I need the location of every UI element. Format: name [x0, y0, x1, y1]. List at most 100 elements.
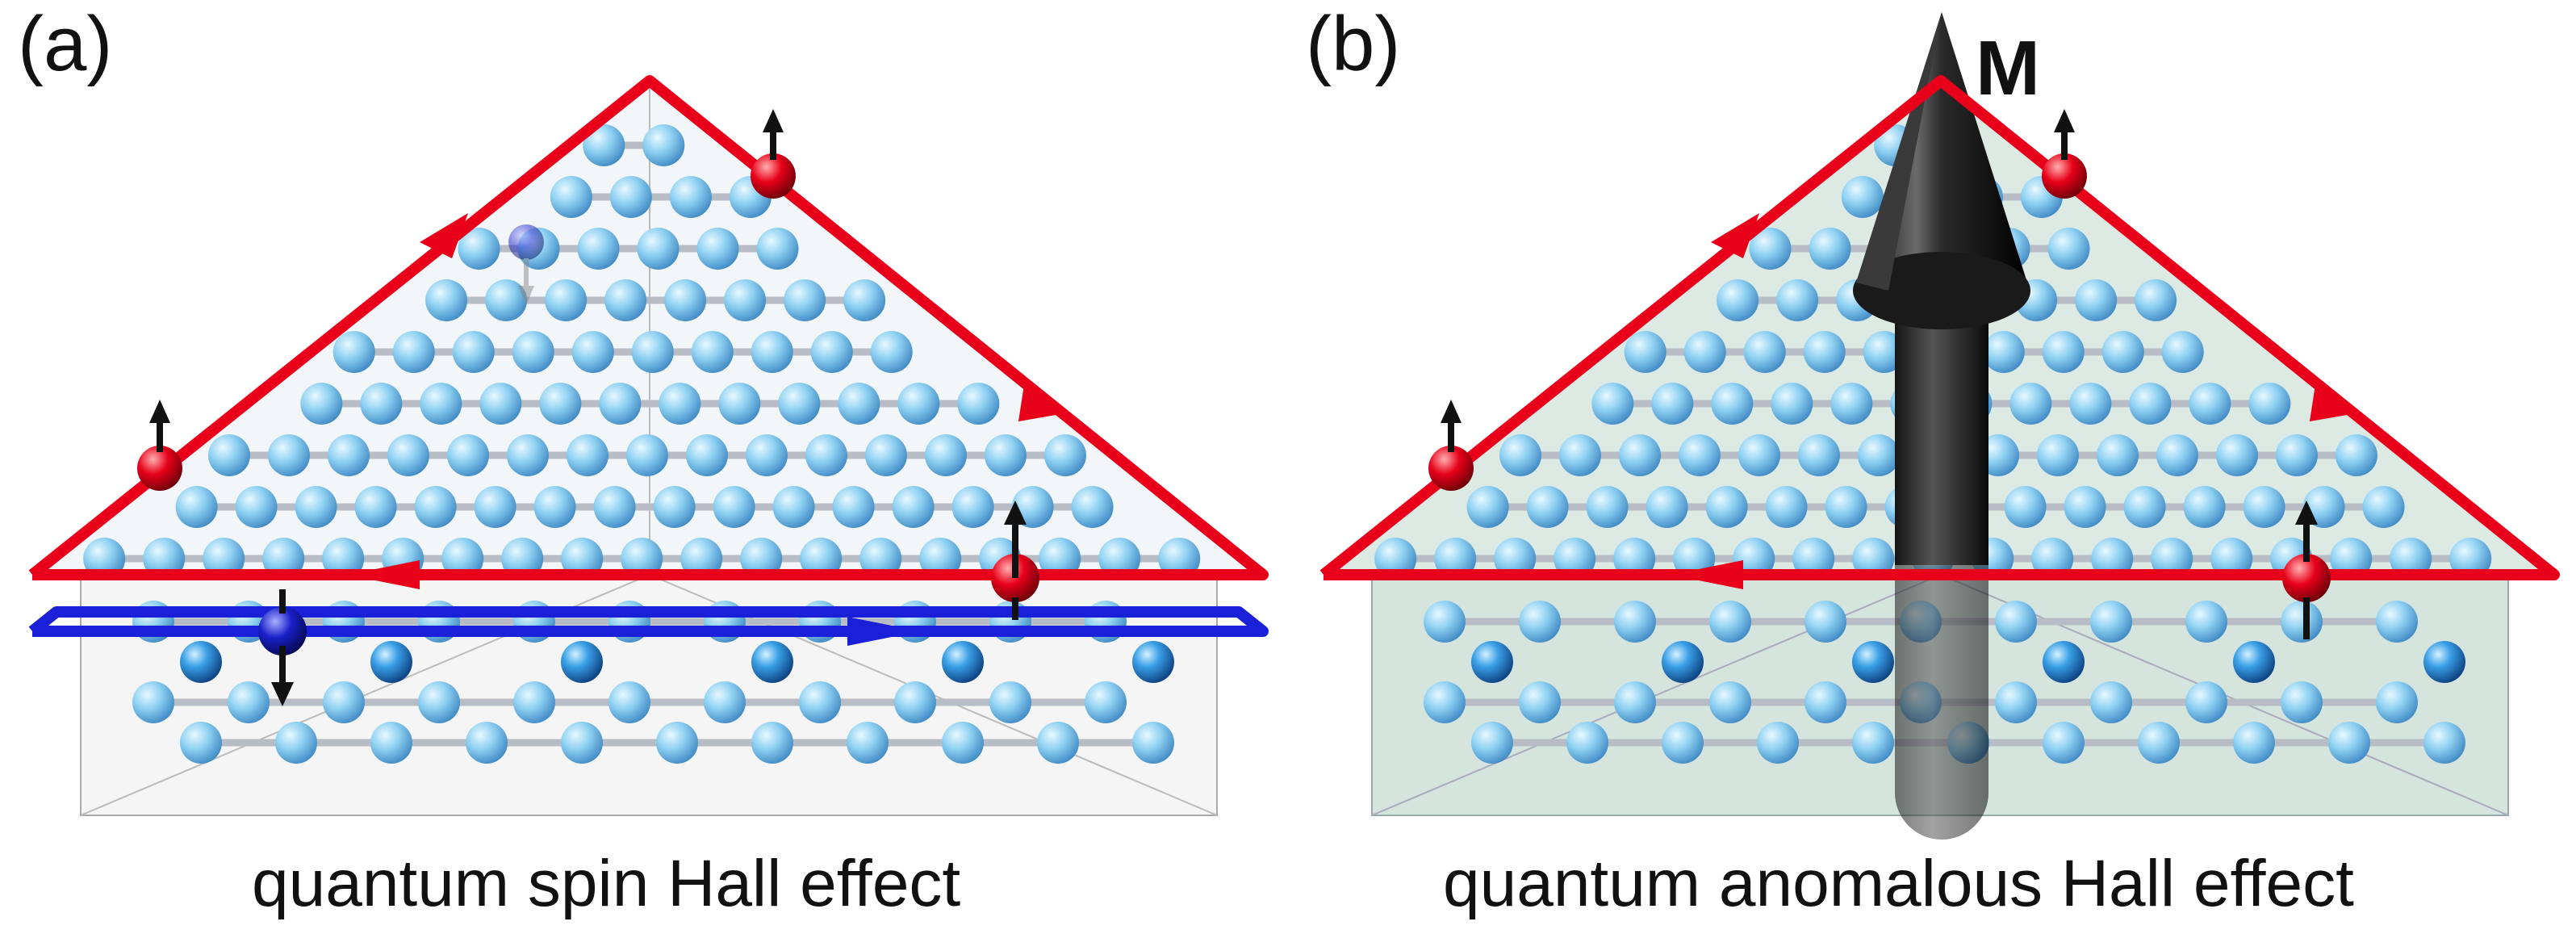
lattice-atom — [1614, 601, 1656, 643]
magnetization-label: M — [1976, 25, 2040, 111]
lattice-atom — [175, 486, 218, 528]
lattice-atom — [870, 331, 913, 373]
lattice-atom — [1662, 641, 1704, 683]
lattice-atom — [2243, 486, 2285, 528]
lattice-atom — [2335, 434, 2377, 476]
lattice-atom — [1857, 434, 1900, 476]
lattice-atom — [625, 434, 668, 476]
lattice-atom — [571, 331, 614, 373]
lattice-atom — [892, 486, 935, 528]
lattice-atom — [745, 434, 788, 476]
lattice-atom — [1085, 681, 1127, 723]
lattice-atom — [2042, 331, 2085, 373]
lattice-atom — [1424, 601, 1466, 643]
lattice-atom — [942, 641, 984, 683]
lattice-atom — [1624, 331, 1666, 373]
panel-b-spin-electron — [2282, 501, 2331, 639]
lattice-atom — [756, 228, 799, 270]
lattice-atom — [713, 486, 755, 528]
lattice-atom — [1825, 486, 1867, 528]
lattice-atom — [1982, 331, 2025, 373]
lattice-atom — [2090, 601, 2132, 643]
lattice-atom — [1709, 601, 1751, 643]
lattice-atom — [784, 279, 826, 321]
lattice-atom — [561, 722, 603, 764]
lattice-atom — [810, 331, 853, 373]
lattice-atom — [295, 486, 337, 528]
lattice-atom — [267, 434, 310, 476]
lattice-atom — [2275, 434, 2318, 476]
spin-down-arrow-icon — [271, 682, 294, 706]
lattice-atom — [2183, 486, 2226, 528]
lattice-atom — [474, 486, 516, 528]
lattice-atom — [1852, 641, 1894, 683]
lattice-atom — [2004, 486, 2047, 528]
lattice-atom — [718, 383, 761, 425]
lattice-atom — [2185, 681, 2227, 723]
lattice-atom — [1526, 486, 1569, 528]
lattice-atom — [228, 681, 270, 723]
lattice-atom — [2185, 601, 2227, 643]
lattice-atom — [894, 681, 936, 723]
panel-a-spin-electron — [258, 589, 307, 706]
lattice-atom — [951, 486, 994, 528]
lattice-atom — [1771, 383, 1813, 425]
lattice-atom — [577, 228, 620, 270]
lattice-atom — [392, 331, 435, 373]
panel-a-spin-electron — [991, 501, 1039, 620]
lattice-atom — [1757, 722, 1799, 764]
lattice-atom — [446, 434, 489, 476]
lattice-atom — [2009, 383, 2052, 425]
lattice-atom — [425, 279, 468, 321]
panel-b-caption: quantum anomalous Hall effect — [1443, 847, 2354, 920]
lattice-atom — [1586, 486, 1629, 528]
lattice-atom — [452, 331, 495, 373]
lattice-atom — [2376, 681, 2418, 723]
lattice-atom — [897, 383, 940, 425]
lattice-atom — [370, 722, 412, 764]
lattice-atom — [1765, 486, 1808, 528]
magnetization-arrow-icon — [1853, 12, 2030, 840]
lattice-atom — [300, 383, 343, 425]
lattice-atom — [805, 434, 847, 476]
panel-a-caption: quantum spin Hall effect — [252, 847, 961, 920]
lattice-atom — [354, 486, 397, 528]
panel-a-label: (a) — [18, 1, 113, 87]
lattice-atom — [799, 681, 841, 723]
lattice-atom — [656, 722, 698, 764]
lattice-atom — [2362, 486, 2405, 528]
lattice-atom — [180, 722, 222, 764]
lattice-atom — [1132, 641, 1174, 683]
lattice-atom — [2215, 434, 2258, 476]
lattice-atom — [2423, 722, 2465, 764]
lattice-atom — [1852, 722, 1894, 764]
lattice-atom — [751, 722, 793, 764]
edge-current-arrow-icon — [847, 617, 920, 646]
lattice-atom — [653, 486, 696, 528]
lattice-atom — [1803, 331, 1846, 373]
lattice-atom — [957, 383, 1000, 425]
lattice-atom — [583, 124, 625, 166]
lattice-atom — [608, 681, 650, 723]
lattice-atom — [1995, 681, 2037, 723]
lattice-atom — [843, 279, 886, 321]
lattice-atom — [479, 383, 522, 425]
lattice-atom — [1711, 383, 1754, 425]
lattice-atom — [2376, 601, 2418, 643]
lattice-atom — [669, 176, 712, 218]
panel-b-red-edge-loop — [1319, 75, 2560, 580]
lattice-atom — [387, 434, 429, 476]
spin-down-arrow-icon — [518, 286, 534, 305]
spin-up-arrow-icon — [149, 400, 170, 423]
lattice-atom — [132, 681, 174, 723]
lattice-atom — [609, 176, 652, 218]
panel-b-spin-electron — [1428, 400, 1474, 491]
panel-a-spin-electron — [508, 224, 544, 305]
lattice-atom — [550, 176, 592, 218]
lattice-atom — [593, 486, 636, 528]
lattice-atom — [2233, 641, 2275, 683]
spin-up-arrow-icon — [2295, 501, 2318, 525]
lattice-atom — [207, 434, 250, 476]
spin-up-arrow-icon — [2054, 109, 2075, 132]
